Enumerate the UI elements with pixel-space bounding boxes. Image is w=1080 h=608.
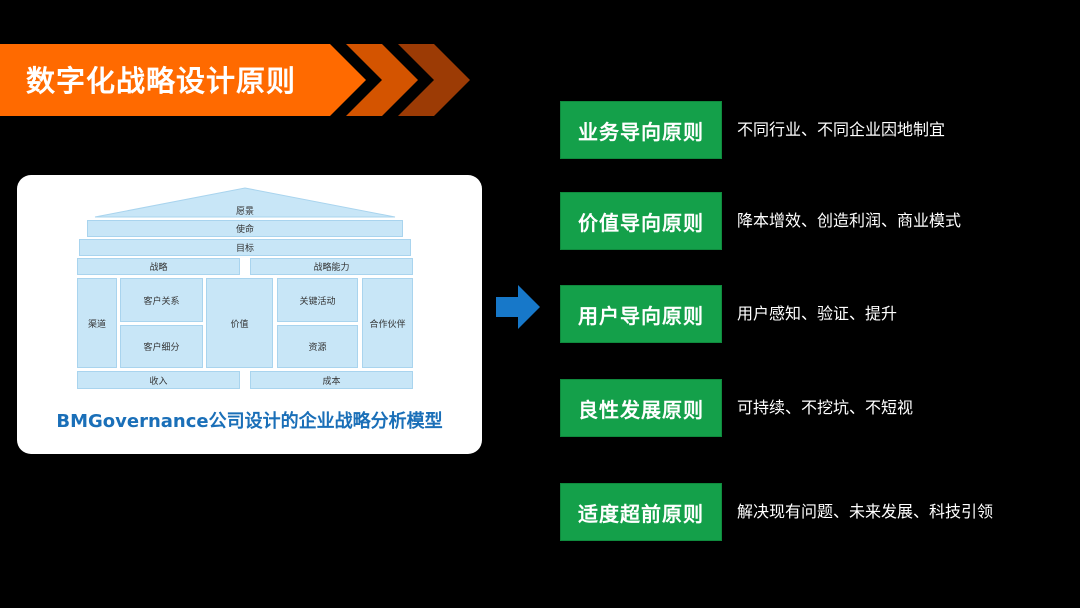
principle-label: 价值导向原则	[560, 192, 722, 250]
banner-shape	[0, 44, 470, 116]
principle-item: 适度超前原则 解决现有问题、未来发展、科技引领	[560, 483, 1080, 543]
principle-label: 适度超前原则	[560, 483, 722, 541]
strategy-model-diagram: 愿景 使命 目标 战略 战略能力 渠道 客户关系 客户细分 价值 关键活动 资源…	[75, 187, 415, 392]
model-mission: 使命	[87, 220, 403, 237]
roof-shape	[94, 187, 396, 218]
principle-label: 业务导向原则	[560, 101, 722, 159]
principle-item: 用户导向原则 用户感知、验证、提升	[560, 285, 1080, 345]
page-title: 数字化战略设计原则	[26, 64, 297, 98]
model-goal: 目标	[79, 239, 411, 256]
principle-desc: 用户感知、验证、提升	[737, 304, 898, 323]
model-partners: 合作伙伴	[362, 278, 413, 368]
model-caption: BMGovernance公司设计的企业战略分析模型	[56, 411, 443, 432]
principle-desc: 不同行业、不同企业因地制宜	[737, 120, 946, 139]
model-card: 愿景 使命 目标 战略 战略能力 渠道 客户关系 客户细分 价值 关键活动 资源…	[17, 175, 482, 454]
model-vision: 愿景	[235, 207, 254, 217]
model-strategic-capability: 战略能力	[250, 258, 413, 275]
model-key-activities: 关键活动	[277, 278, 358, 322]
principle-desc: 降本增效、创造利润、商业模式	[737, 211, 962, 230]
principle-desc: 可持续、不挖坑、不短视	[737, 398, 914, 417]
arrow-right-icon	[496, 285, 540, 329]
model-customer-segments: 客户细分	[120, 325, 203, 368]
principle-item: 业务导向原则 不同行业、不同企业因地制宜	[560, 101, 1080, 161]
principle-item: 价值导向原则 降本增效、创造利润、商业模式	[560, 192, 1080, 252]
principle-label: 用户导向原则	[560, 285, 722, 343]
model-value: 价值	[206, 278, 273, 368]
model-channels: 渠道	[77, 278, 117, 368]
principle-label: 良性发展原则	[560, 379, 722, 437]
model-revenue: 收入	[77, 371, 240, 389]
title-banner: 数字化战略设计原则	[0, 44, 480, 116]
model-cost: 成本	[250, 371, 413, 389]
model-resources: 资源	[277, 325, 358, 368]
model-customer-relations: 客户关系	[120, 278, 203, 322]
principle-item: 良性发展原则 可持续、不挖坑、不短视	[560, 379, 1080, 439]
principle-desc: 解决现有问题、未来发展、科技引领	[737, 502, 994, 521]
model-strategy: 战略	[77, 258, 240, 275]
